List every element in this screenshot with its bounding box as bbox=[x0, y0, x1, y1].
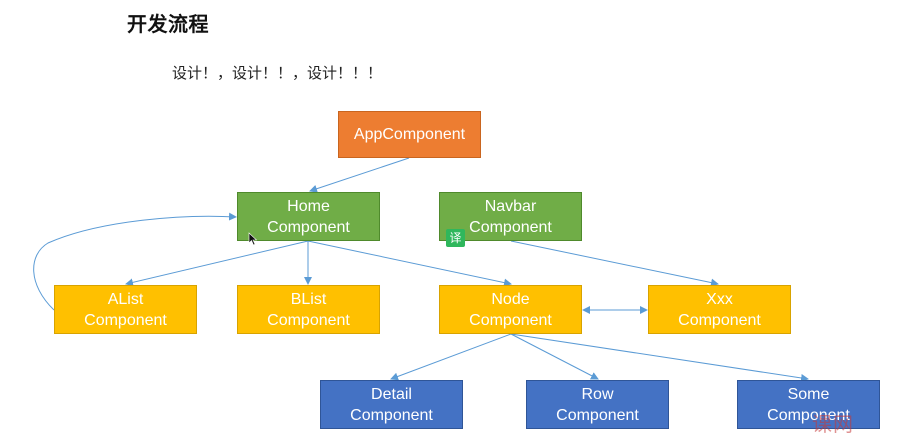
some-component-label-line1: Some bbox=[787, 385, 830, 403]
edge-home-alist bbox=[125, 240, 309, 287]
some-component-label-line2: Component bbox=[767, 406, 850, 424]
row-component-label-line1: Row bbox=[581, 385, 614, 403]
navbar-component-label-line2: Component bbox=[469, 218, 552, 236]
home-component-label-line1: Home bbox=[287, 197, 330, 215]
mouse-cursor-icon bbox=[248, 232, 258, 246]
edge-node-detail bbox=[390, 333, 512, 381]
row-component-node: Row Component bbox=[526, 380, 669, 429]
home-component-node: Home Component bbox=[237, 192, 380, 241]
detail-component-label-line1: Detail bbox=[371, 385, 412, 403]
edge-node-row bbox=[510, 333, 599, 380]
edge-node-some bbox=[510, 333, 809, 382]
app-component-label: AppComponent bbox=[353, 126, 466, 143]
node-component-label-line2: Component bbox=[469, 311, 552, 329]
edge-alist-home-loop bbox=[33, 212, 237, 311]
detail-component-label-line2: Component bbox=[350, 406, 433, 424]
blist-component-label-line2: Component bbox=[267, 311, 350, 329]
page-title: 开发流程 bbox=[127, 12, 209, 36]
row-component-label-line2: Component bbox=[556, 406, 639, 424]
xxx-component-node: Xxx Component bbox=[648, 285, 791, 334]
edge-app-home bbox=[309, 157, 410, 193]
edge-home-node bbox=[307, 240, 512, 287]
navbar-component-label-line1: Navbar bbox=[484, 197, 537, 215]
edge-navbar-xxx bbox=[510, 240, 719, 287]
some-component-node: Some Component bbox=[737, 380, 880, 429]
alist-component-label-line2: Component bbox=[84, 311, 167, 329]
xxx-component-label-line2: Component bbox=[678, 311, 761, 329]
page-subtitle: 设计！，设计！！，设计！！！ bbox=[172, 64, 383, 82]
translate-badge[interactable]: 译 bbox=[446, 229, 465, 247]
node-component-node: Node Component bbox=[439, 285, 582, 334]
node-component-label-line1: Node bbox=[491, 290, 530, 308]
watermark: 课网 bbox=[812, 412, 854, 436]
alist-component-node: AList Component bbox=[54, 285, 197, 334]
home-component-label-line2: Component bbox=[267, 218, 350, 236]
xxx-component-label-line1: Xxx bbox=[706, 290, 733, 308]
detail-component-node: Detail Component bbox=[320, 380, 463, 429]
blist-component-label-line1: BList bbox=[290, 290, 327, 308]
alist-component-label-line1: AList bbox=[107, 290, 144, 308]
blist-component-node: BList Component bbox=[237, 285, 380, 334]
app-component-node: AppComponent bbox=[338, 111, 481, 158]
